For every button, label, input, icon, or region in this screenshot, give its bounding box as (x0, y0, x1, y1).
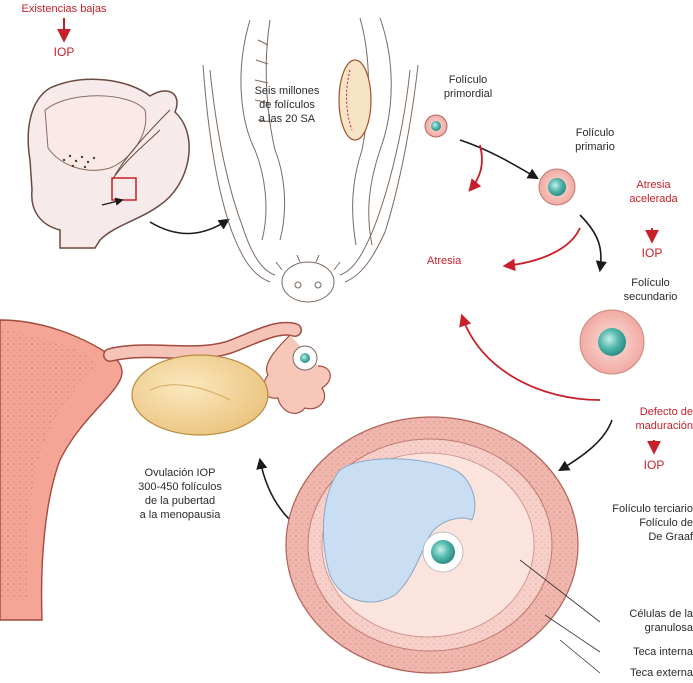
iop-defecto-label: IOP (636, 458, 672, 472)
fetal-reproductive-tract-icon (203, 18, 418, 302)
fetus-to-tract-arrow (150, 220, 228, 234)
graafian-follicle-icon (286, 417, 600, 673)
tertiary-to-ovulation-arrow (260, 460, 290, 520)
atresia-arrow-1 (470, 145, 482, 190)
primordial-follicle-icon (425, 115, 447, 137)
atresia-label: Atresia (427, 254, 461, 268)
teca-interna-label: Teca interna (598, 645, 693, 659)
primary-to-secondary-arrow (580, 215, 601, 270)
maturation-defect-arrow (462, 316, 600, 400)
primordial-to-primary-arrow (460, 140, 537, 178)
atresia-arrow-2 (505, 228, 580, 266)
primary-follicle-icon (539, 169, 575, 205)
existencias-bajas-label: Existencias bajas (0, 2, 128, 16)
iop-atresia-label: IOP (634, 246, 670, 260)
secondary-follicle-icon (580, 310, 644, 374)
iop-top-label: IOP (44, 45, 84, 59)
teca-externa-label: Teca externa (598, 666, 693, 680)
fetus-uterus-icon (28, 79, 189, 248)
